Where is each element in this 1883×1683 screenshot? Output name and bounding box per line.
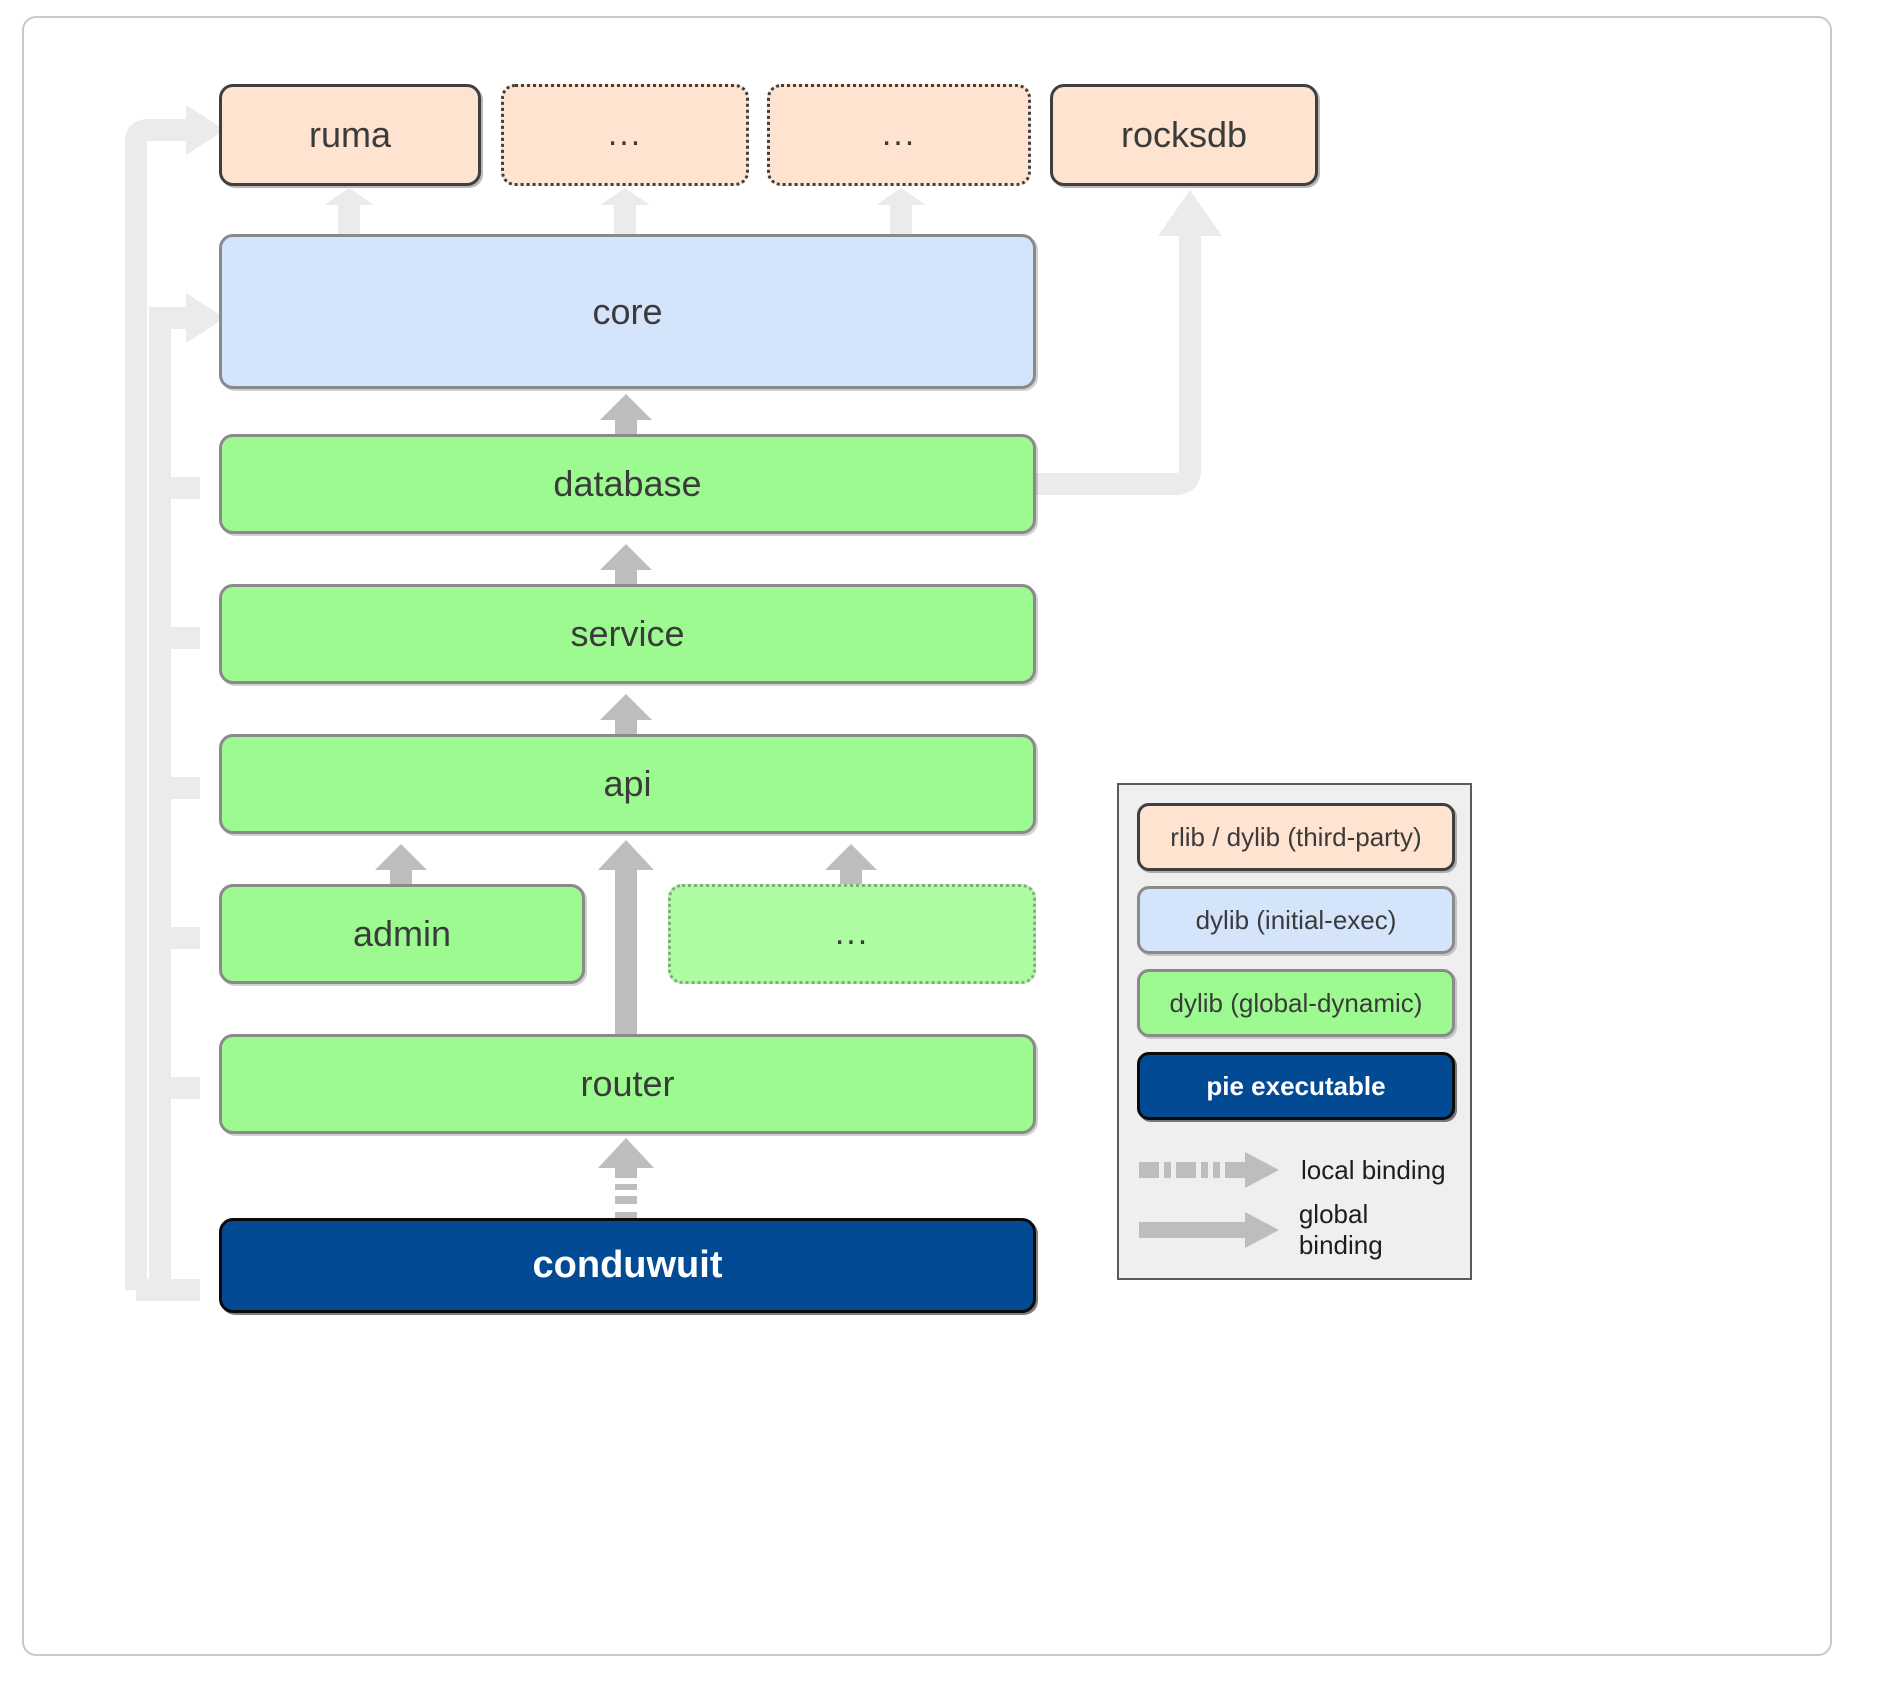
legend-label: global binding bbox=[1298, 1199, 1383, 1260]
legend-item-global-dynamic: dylib (global-dynamic) bbox=[1137, 969, 1455, 1037]
node-label: admin bbox=[352, 913, 452, 955]
node-ruma[interactable]: ruma bbox=[219, 84, 481, 186]
legend-item-initial-exec: dylib (initial-exec) bbox=[1137, 886, 1455, 954]
node-service[interactable]: service bbox=[219, 584, 1036, 684]
node-label: ... bbox=[607, 115, 643, 154]
legend-label: rlib / dylib (third-party) bbox=[1170, 821, 1422, 852]
node-label: service bbox=[570, 613, 685, 655]
node-rocksdb[interactable]: rocksdb bbox=[1050, 84, 1318, 186]
node-router[interactable]: router bbox=[219, 1034, 1036, 1134]
legend-binding-local: local binding bbox=[1137, 1143, 1457, 1197]
legend-item-third-party: rlib / dylib (third-party) bbox=[1137, 803, 1455, 871]
node-label: router bbox=[580, 1063, 675, 1105]
legend-label: dylib (global-dynamic) bbox=[1169, 987, 1423, 1018]
node-label: database bbox=[553, 463, 702, 505]
node-label: ... bbox=[834, 914, 870, 953]
node-label: conduwuit bbox=[532, 1243, 723, 1286]
node-label: ruma bbox=[308, 114, 392, 156]
node-label: api bbox=[603, 763, 652, 805]
global-binding-arrow-icon bbox=[1139, 1212, 1279, 1248]
node-conduwuit[interactable]: conduwuit bbox=[219, 1218, 1036, 1313]
legend-binding-global: global binding bbox=[1137, 1199, 1457, 1260]
node-label: ... bbox=[881, 115, 917, 154]
node-admin[interactable]: admin bbox=[219, 884, 585, 984]
node-api[interactable]: api bbox=[219, 734, 1036, 834]
node-extension[interactable]: ... bbox=[668, 884, 1036, 984]
legend-label: dylib (initial-exec) bbox=[1195, 904, 1397, 935]
node-core[interactable]: core bbox=[219, 234, 1036, 389]
legend-item-pie-executable: pie executable bbox=[1137, 1052, 1455, 1120]
legend-panel: rlib / dylib (third-party) dylib (initia… bbox=[1117, 783, 1472, 1280]
node-database[interactable]: database bbox=[219, 434, 1036, 534]
node-third-party-b[interactable]: ... bbox=[767, 84, 1031, 186]
legend-label: local binding bbox=[1301, 1154, 1446, 1185]
node-label: rocksdb bbox=[1120, 114, 1248, 156]
node-third-party-a[interactable]: ... bbox=[501, 84, 749, 186]
node-label: core bbox=[592, 290, 663, 332]
local-binding-arrow-icon bbox=[1139, 1152, 1279, 1188]
legend-label: pie executable bbox=[1206, 1070, 1386, 1101]
